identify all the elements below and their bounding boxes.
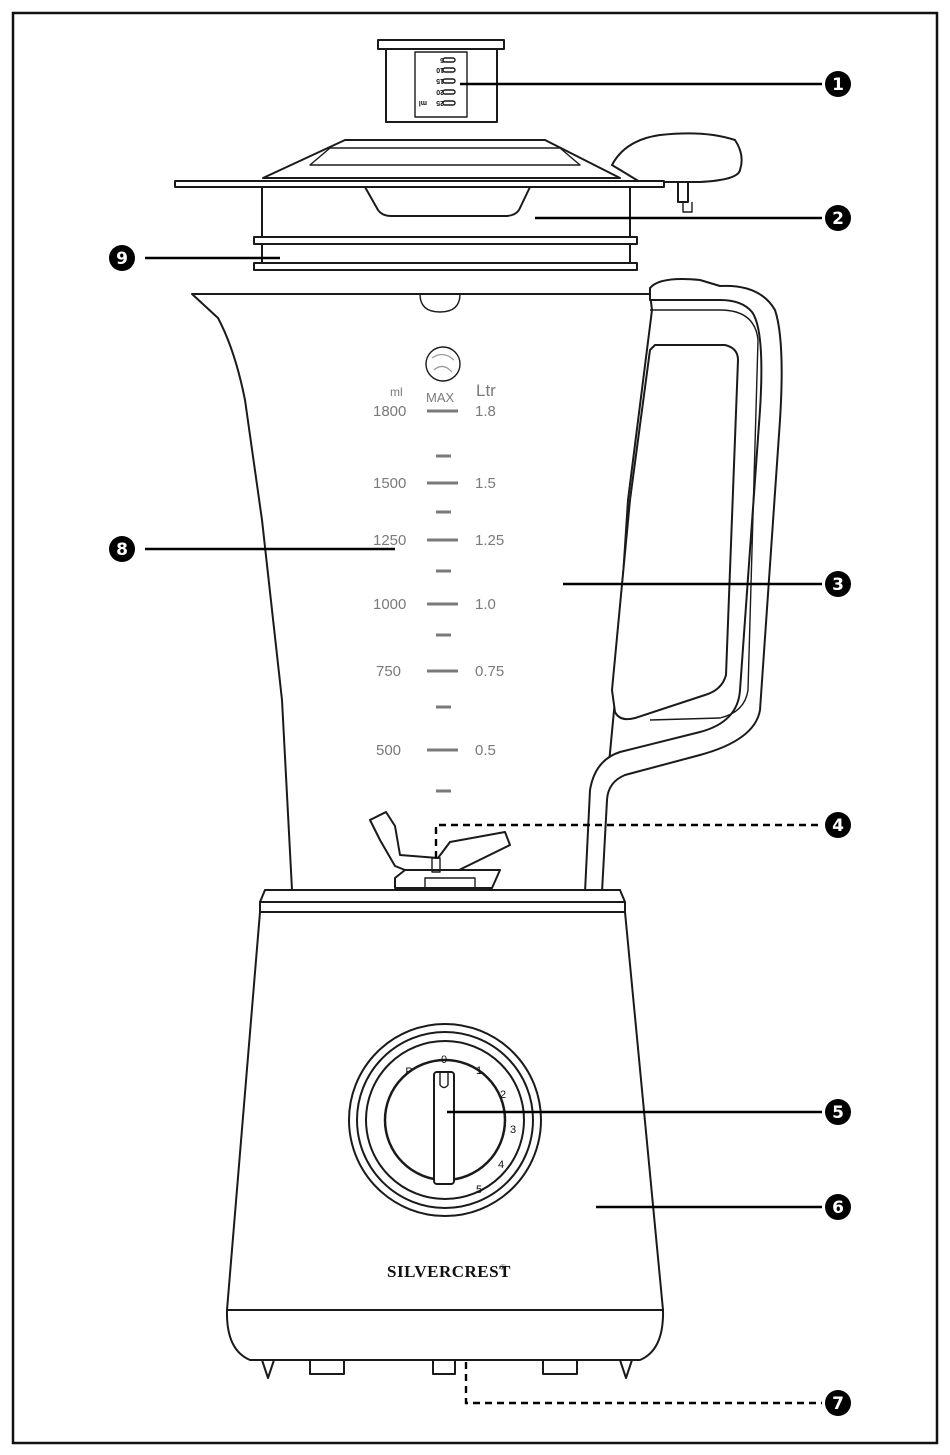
scale-ml-1800: 1800 [373,403,406,420]
svg-text:4: 4 [832,816,844,836]
callout-1: 1 [825,71,851,97]
jar [192,279,782,892]
scale-ltr-0.75: 0.75 [475,663,504,680]
scale-ltr-0.5: 0.5 [475,742,496,759]
scale-ml-unit: ml [390,385,403,399]
dial-label-4: 4 [498,1159,504,1171]
scale-ltr-unit: Ltr [476,381,496,400]
svg-text:8: 8 [116,540,128,560]
scale-ml-750: 750 [376,663,401,680]
brand-name: SILVERCREST [387,1262,511,1281]
scale-ml-1000: 1000 [373,596,406,613]
scale-ltr-1.0: 1.0 [475,596,496,613]
scale-ml-1250: 1250 [373,532,406,549]
scale-ltr-1.5: 1.5 [475,475,496,492]
callout-5: 5 [825,1099,851,1125]
svg-text:3: 3 [832,575,844,595]
scale-max-label: MAX [426,390,455,405]
brand-logo: SILVERCREST ® [387,1262,511,1281]
cup-unit: ml [419,99,427,106]
dial-label-2: 2 [500,1089,506,1101]
dial-label-p: P [405,1066,412,1078]
scale-ltr-1.8: 1.8 [475,403,496,420]
scale-ltr-1.25: 1.25 [475,532,504,549]
callout-3: 3 [825,571,851,597]
callout-4: 4 [825,812,851,838]
svg-text:9: 9 [116,249,128,269]
svg-text:5: 5 [832,1103,844,1123]
dial-label-1: 1 [476,1065,482,1077]
dial-label-0: 0 [441,1054,447,1066]
brand-mark: ® [500,1263,506,1272]
leader-7 [466,1362,822,1403]
measuring-cup: 5 10 15 20 25 ml [378,40,504,122]
svg-text:7: 7 [832,1394,844,1414]
scale-ml-1500: 1500 [373,475,406,492]
svg-text:1: 1 [832,75,844,95]
speed-dial[interactable]: P 0 1 2 3 4 5 [349,1024,541,1216]
callout-2: 2 [825,205,851,231]
lid [175,133,742,270]
callout-9: 9 [109,245,135,271]
scale-ml-500: 500 [376,742,401,759]
svg-text:2: 2 [832,209,844,229]
svg-text:6: 6 [832,1198,844,1218]
callout-8: 8 [109,536,135,562]
dial-label-3: 3 [510,1124,516,1136]
callout-7: 7 [825,1390,851,1416]
callout-6: 6 [825,1194,851,1220]
dial-label-5: 5 [476,1184,482,1196]
